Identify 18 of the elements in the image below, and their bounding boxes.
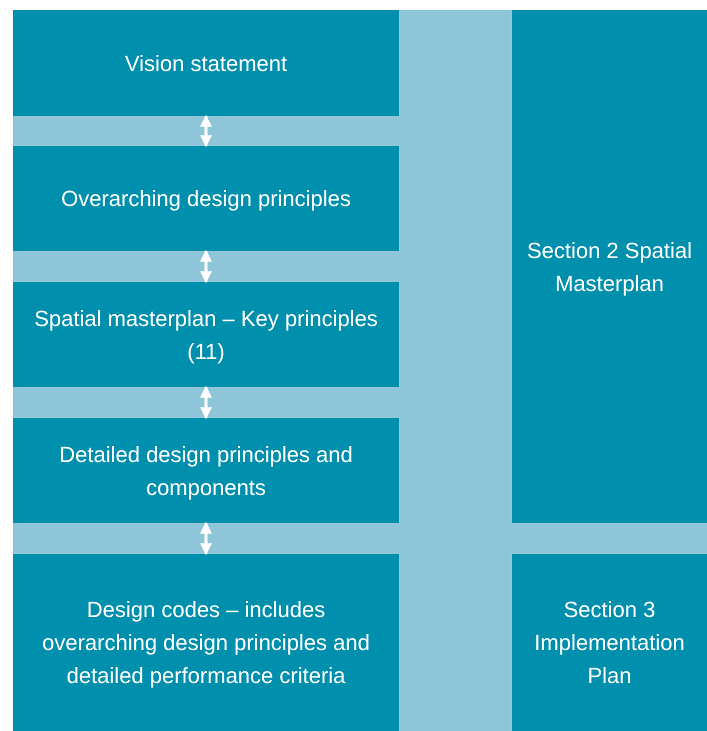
- double-arrow: [200, 522, 212, 556]
- process-box: [512, 10, 707, 523]
- box-label: Spatial masterplan – Key principles (11): [33, 304, 379, 366]
- process-box: [13, 10, 399, 116]
- box-label: Overarching design principles: [61, 185, 351, 213]
- double-arrow: [200, 386, 212, 420]
- box-label: Section 3 Implementation Plan: [533, 596, 686, 690]
- box-label: Design codes – includes overarching design principles and detailed performance criteria: [41, 596, 371, 690]
- double-arrow: [200, 250, 212, 284]
- box-label: Detailed design principles and components: [58, 440, 354, 502]
- box-label: Section 2 Spatial Masterplan: [526, 236, 694, 298]
- process-box: [512, 554, 707, 731]
- double-arrow: [200, 114, 212, 148]
- process-box: [13, 418, 399, 523]
- box-label: Vision statement: [124, 50, 288, 78]
- process-box: [13, 146, 399, 251]
- process-box: [13, 554, 399, 731]
- process-box: [13, 282, 399, 387]
